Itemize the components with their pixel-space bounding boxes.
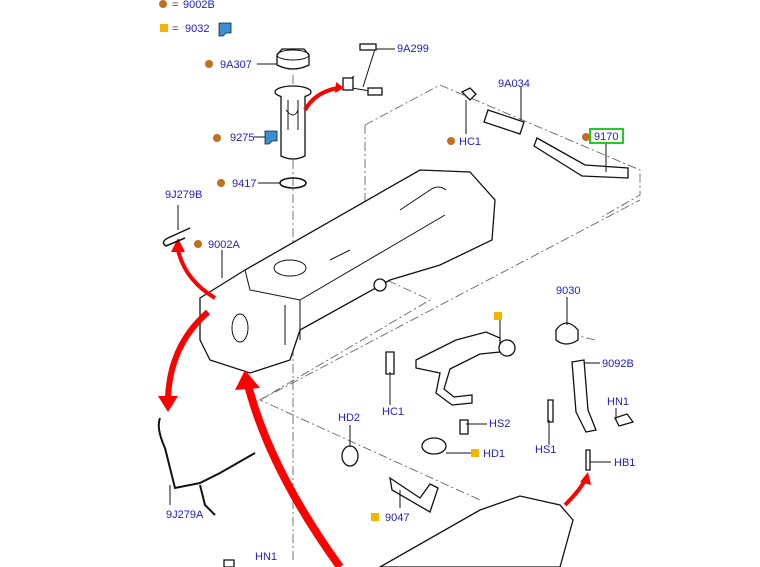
clamp-hd2 <box>341 445 359 467</box>
filler-pipe <box>415 331 501 406</box>
label-9030[interactable]: 9030 <box>556 285 580 297</box>
fuel-tank-9002a <box>199 169 496 374</box>
label-9a034[interactable]: 9A034 <box>498 78 530 90</box>
arrow-head-icon <box>158 396 178 412</box>
hose-assembly-9j279a <box>157 417 256 516</box>
legend-dot-label[interactable]: 9002B <box>183 0 215 11</box>
label-9j279b[interactable]: 9J279B <box>165 189 202 201</box>
legend-equals: = <box>172 0 178 11</box>
label-9275[interactable]: 9275 <box>230 132 254 144</box>
hose-9047 <box>389 476 439 513</box>
label-9j279a[interactable]: 9J279A <box>166 509 204 521</box>
connector-icon <box>264 130 278 145</box>
arrow-head-icon <box>171 238 185 252</box>
arrow-icon <box>176 249 217 300</box>
label-hb1[interactable]: HB1 <box>614 457 635 469</box>
legend: = 9002B = 9032 <box>159 0 232 37</box>
connector-icon <box>218 22 232 37</box>
label-9a307[interactable]: 9A307 <box>220 59 252 71</box>
bracket-9092b <box>571 359 597 433</box>
arrow-icon <box>303 86 339 112</box>
clamp-hc1 <box>385 351 395 375</box>
bolt-hb1 <box>585 449 591 471</box>
arrow-head-icon <box>580 472 591 485</box>
label-hs1[interactable]: HS1 <box>535 444 556 456</box>
nut-hn1-lower <box>223 559 235 567</box>
label-hs2[interactable]: HS2 <box>489 418 510 430</box>
label-9170[interactable]: 9170 <box>594 131 618 143</box>
clamp-hd1 <box>421 437 447 455</box>
bolt-hs2 <box>459 419 469 435</box>
grommet-9030 <box>555 322 579 345</box>
tube-9a034 <box>460 87 525 135</box>
label-hc1-top[interactable]: HC1 <box>459 136 481 148</box>
label-hn1-bottom[interactable]: HN1 <box>255 551 277 563</box>
legend-equals: = <box>172 23 178 35</box>
fuel-pump-9275 <box>264 85 312 160</box>
square-marker-icon <box>160 24 168 32</box>
leader-lines <box>169 48 617 508</box>
stud-hs1 <box>547 399 554 423</box>
nut-hn1 <box>614 413 635 427</box>
sender-9a299 <box>342 43 383 96</box>
label-9047[interactable]: 9047 <box>385 512 409 524</box>
label-hd2[interactable]: HD2 <box>338 412 360 424</box>
label-hn1-right[interactable]: HN1 <box>607 396 629 408</box>
hose-9170 <box>533 137 629 179</box>
arrow-head-icon <box>335 82 344 93</box>
label-9092b[interactable]: 9092B <box>602 358 634 370</box>
lock-ring-9a307 <box>276 48 310 70</box>
label-9002a[interactable]: 9002A <box>208 239 240 251</box>
clip-9j279b <box>162 227 191 247</box>
arrow-icon <box>165 309 210 399</box>
legend-square-label[interactable]: 9032 <box>185 23 209 35</box>
label-9417[interactable]: 9417 <box>232 178 256 190</box>
arrow-head-icon <box>235 370 260 390</box>
arrow-icon <box>244 383 344 567</box>
dot-marker-icon <box>159 0 167 8</box>
heat-shield <box>378 495 574 567</box>
selection-highlight <box>589 128 624 144</box>
label-hc1-mid[interactable]: HC1 <box>382 406 404 418</box>
markers <box>194 60 590 521</box>
label-hd1[interactable]: HD1 <box>483 448 505 460</box>
arrow-icon <box>563 479 587 507</box>
label-9a299[interactable]: 9A299 <box>397 43 429 55</box>
